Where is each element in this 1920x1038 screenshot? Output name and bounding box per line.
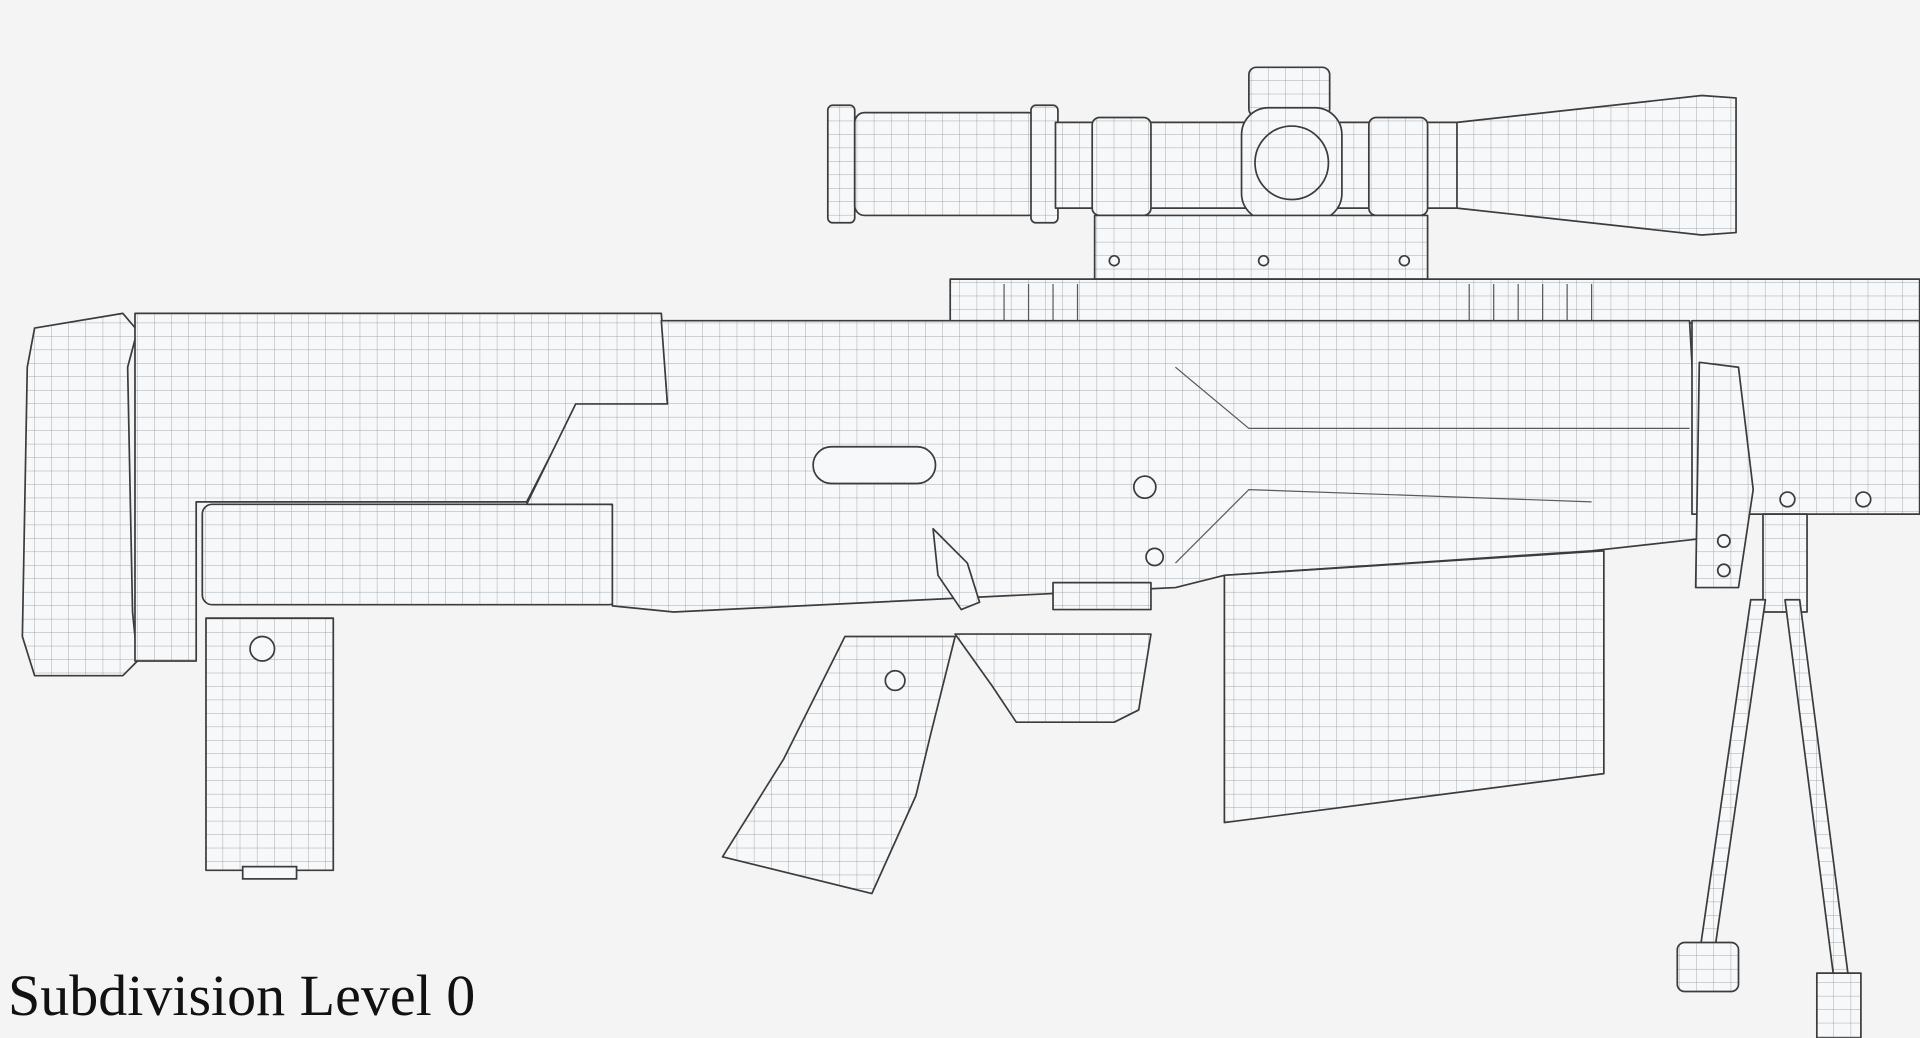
pistol-grip (721, 633, 1152, 895)
picatinny-rail (949, 278, 1920, 325)
magazine (1223, 549, 1605, 824)
buttstock (21, 312, 669, 880)
bipod (1676, 513, 1862, 1038)
subdivision-level-caption: Subdivision Level 0 (8, 963, 476, 1028)
scope (826, 66, 1737, 280)
